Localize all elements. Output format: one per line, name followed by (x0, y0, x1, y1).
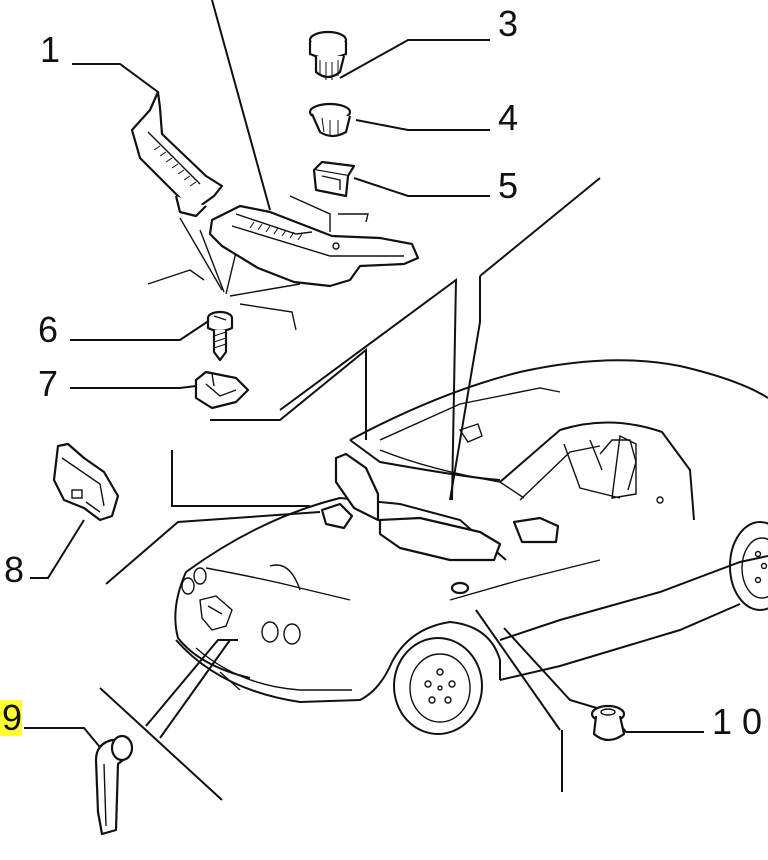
part-cowl-right-panel (208, 204, 420, 288)
leader-10 (617, 721, 704, 733)
leader-8 (30, 519, 85, 579)
leader-lines (24, 0, 704, 801)
part-10-plug (590, 704, 626, 742)
callout-10: 1 0 (712, 701, 762, 742)
leader-6 (70, 319, 211, 341)
leader-hood (105, 511, 321, 585)
leader-8-car (171, 450, 310, 507)
part-9-hose (94, 734, 134, 836)
part-5-seal (312, 160, 356, 198)
car-illustration (174, 359, 768, 735)
callout-6: 6 (38, 309, 58, 350)
leader-1 (72, 63, 159, 93)
rear-wheel (729, 521, 768, 611)
callout-4: 4 (498, 97, 518, 138)
callout-3: 3 (498, 3, 518, 44)
front-wheel (393, 637, 483, 735)
part-6-screw (206, 310, 234, 362)
leader-7-car (210, 347, 367, 440)
leader-4 (355, 119, 490, 131)
part-1-left-cowl-panel (130, 90, 224, 218)
leader-9-car (99, 687, 223, 801)
callout-7: 7 (38, 363, 58, 404)
callout-8: 8 (4, 549, 24, 590)
part-7-bracket (194, 370, 250, 410)
callout-9-highlight (0, 700, 22, 736)
callout-labels: 1 3 4 5 6 7 8 9 1 0 (0, 3, 762, 742)
part-4-grommet (308, 102, 352, 138)
callout-5: 5 (498, 165, 518, 206)
leader-upper-right (479, 177, 601, 277)
leader-3 (339, 39, 490, 79)
leader-5 (353, 177, 490, 197)
leader-top (211, 0, 271, 211)
callout-1: 1 (40, 29, 60, 70)
leader-9 (24, 727, 105, 753)
callout-9: 9 (2, 697, 22, 738)
part-8-side-bracket (52, 442, 120, 522)
part-3-push-clip (308, 30, 348, 80)
leader-7 (70, 385, 197, 389)
